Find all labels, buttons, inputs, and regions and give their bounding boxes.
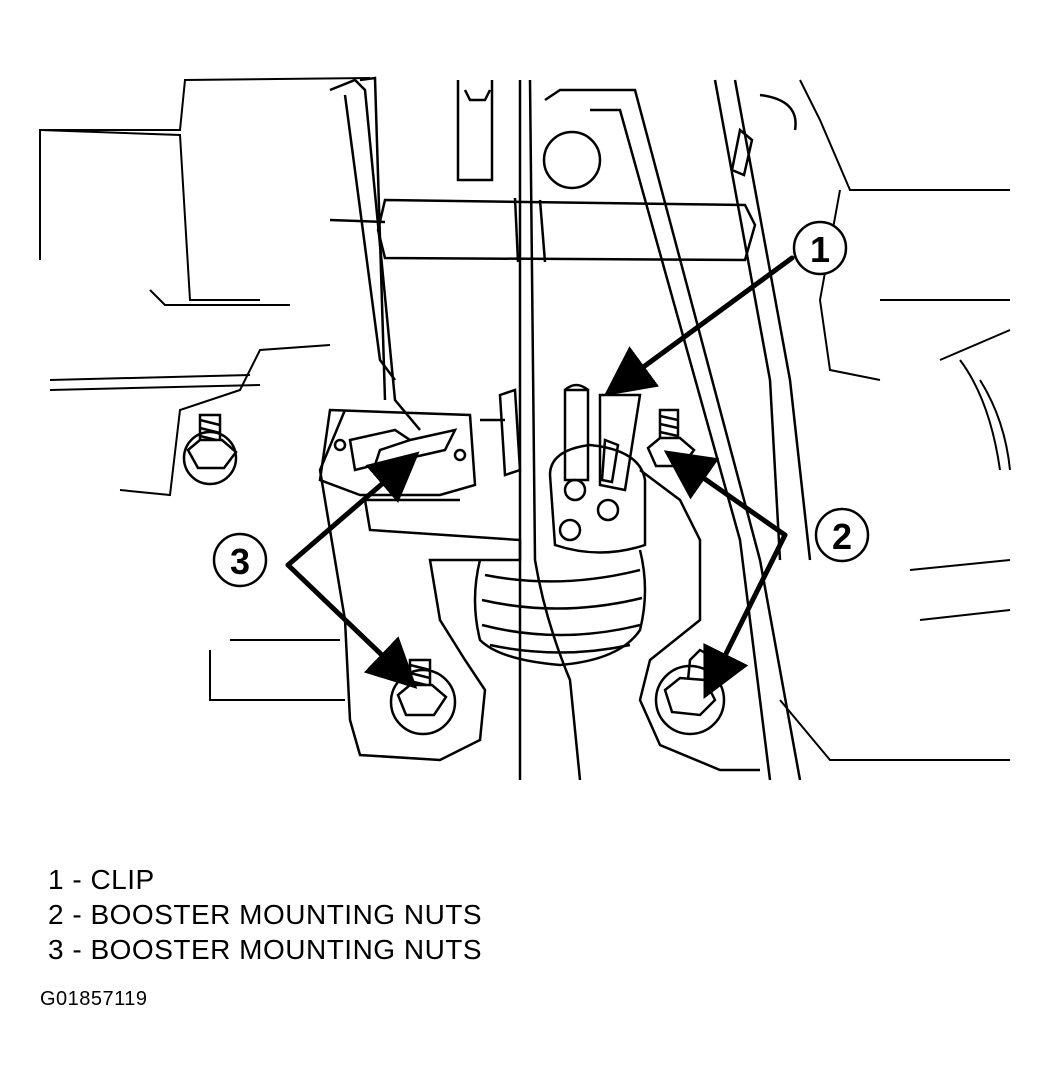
leader-lines — [285, 255, 795, 699]
stud-upper-left — [182, 413, 238, 486]
legend-item-clip: 1 - CLIP — [48, 864, 155, 895]
legend-item-booster-nuts-2: 2 - BOOSTER MOUNTING NUTS — [48, 899, 483, 930]
background-panels — [39, 77, 1011, 761]
legend-item-booster-nuts-3: 3 - BOOSTER MOUNTING NUTS — [48, 934, 483, 965]
leader-3a — [285, 451, 420, 568]
callout-1: 1 — [792, 220, 848, 276]
callout-2-number: 2 — [832, 516, 852, 557]
callout-2-circle — [814, 507, 870, 563]
brake-booster-diagram: 1 2 3 — [39, 76, 1011, 781]
leader-1 — [603, 255, 795, 396]
figure-code: G01857119 — [40, 988, 148, 1010]
callout-1-circle — [792, 220, 848, 276]
leader-2a — [663, 450, 788, 538]
booster-assembly — [318, 383, 760, 772]
legend: 1 - CLIP 2 - BOOSTER MOUNTING NUTS 3 - B… — [48, 862, 482, 967]
callout-3-circle — [212, 532, 268, 588]
callout-1-number: 1 — [810, 229, 830, 270]
leader-3b — [285, 562, 418, 689]
callout-3: 3 — [212, 532, 268, 588]
callout-3-number: 3 — [230, 541, 250, 582]
stud-lower-right — [654, 648, 726, 736]
callout-2: 2 — [814, 507, 870, 563]
leader-2b — [703, 532, 788, 699]
